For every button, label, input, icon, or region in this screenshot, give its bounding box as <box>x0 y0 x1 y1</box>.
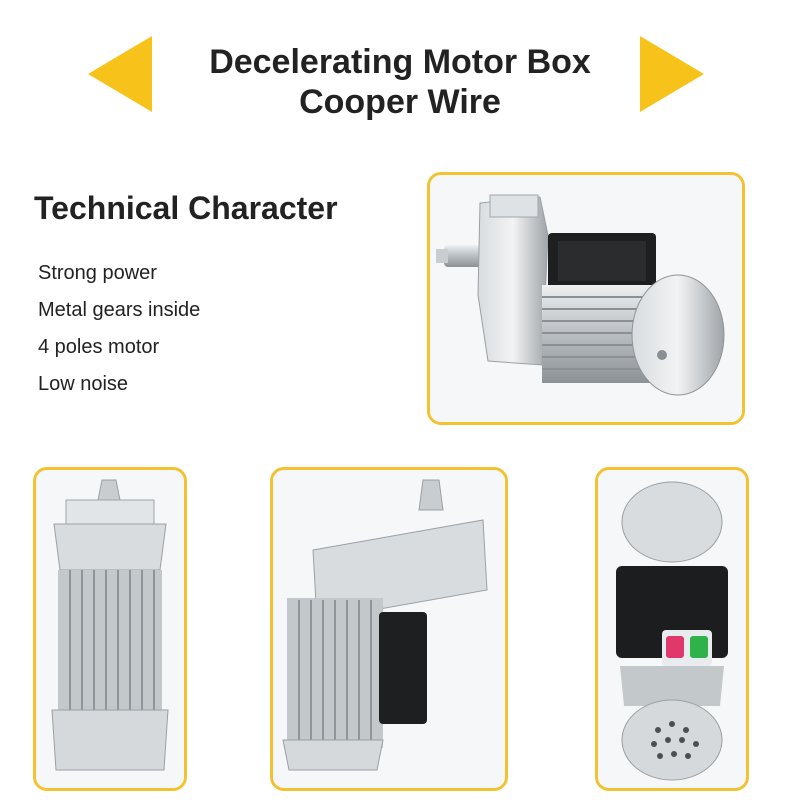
section-heading: Technical Character <box>34 190 338 226</box>
motor-front-view-image <box>33 467 187 791</box>
feature-item: Low noise <box>38 373 129 395</box>
feature-list: Strong power Metal gears inside 4 poles … <box>38 255 200 403</box>
feature-item: 4 poles motor <box>38 336 160 358</box>
left-arrow-icon <box>88 36 152 112</box>
title-line-1: Decelerating Motor Box <box>209 43 591 81</box>
motor-switch-box-view-image <box>595 467 749 791</box>
feature-item: Metal gears inside <box>38 299 201 321</box>
motor-angled-view-image <box>270 467 508 791</box>
page-title: Decelerating Motor Box Cooper Wire <box>160 42 640 122</box>
title-line-2: Cooper Wire <box>299 83 501 121</box>
feature-item: Strong power <box>38 262 157 284</box>
right-arrow-icon <box>640 36 704 112</box>
motor-side-view-image <box>427 172 745 425</box>
